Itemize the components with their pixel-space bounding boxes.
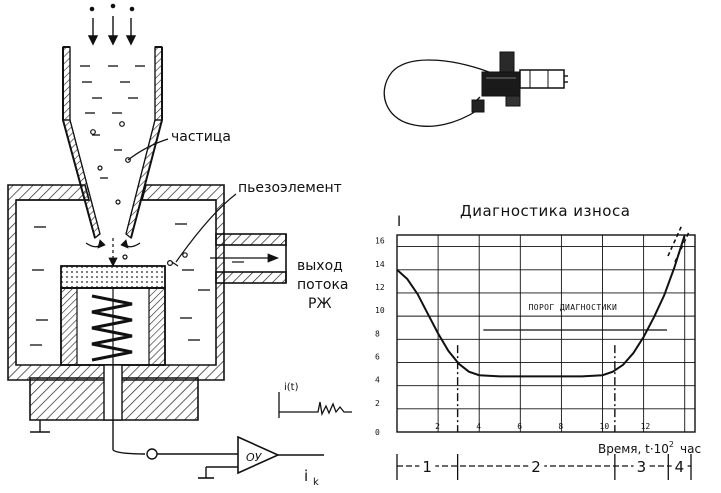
phase-labels: 1 2 3 4	[419, 457, 688, 476]
x-tick-label: 4	[476, 422, 481, 431]
sensor-diagram	[7, 3, 352, 479]
x-tick-label: 10	[600, 422, 610, 431]
threshold-label: ПОРОГ ДИАГНОСТИКИ	[529, 303, 618, 312]
signal-waveform	[278, 392, 352, 418]
phase-label: 1	[422, 458, 432, 476]
x-tick-labels: 2 4 6 8 10 12	[435, 422, 650, 431]
label-outlet-1: выход	[297, 258, 343, 274]
inflow-arrows	[87, 3, 137, 46]
chart-grid	[396, 234, 696, 433]
label-output: i	[304, 467, 308, 485]
y-tick-label: 10	[375, 306, 385, 315]
outlet-pipe	[210, 233, 287, 284]
phase-label-bg	[671, 457, 688, 474]
y-tick-labels: 2 4 6 8 10 12 14 16 0	[375, 237, 385, 437]
phase-label-bg	[419, 457, 436, 474]
y-tick-label: 14	[375, 260, 385, 269]
label-particle: частица	[171, 129, 231, 145]
label-output-sub: k	[313, 477, 319, 488]
y-tick-label: 2	[375, 399, 380, 408]
plot-frame	[396, 234, 696, 433]
particles	[90, 121, 131, 205]
x-tick-label: 2	[435, 422, 440, 431]
phase-label: 3	[637, 458, 647, 476]
x-tick-label: 6	[517, 422, 522, 431]
sensor-body	[481, 71, 521, 97]
y-tick-label: 8	[375, 329, 380, 338]
funnel	[62, 46, 163, 240]
threshold-line	[456, 329, 667, 432]
y-tick-label: 6	[375, 352, 380, 361]
sensor-labels: частица пьезоэлемент выход потока РЖ ОУ …	[171, 129, 348, 488]
y-tick-label: 12	[375, 283, 385, 292]
x-tick-label: 12	[641, 422, 651, 431]
chart-title: Диагностика износа	[460, 202, 630, 220]
piezo-assembly	[29, 265, 199, 450]
signal-chain	[112, 435, 324, 479]
phase-label: 2	[531, 458, 541, 476]
fluid-marks	[80, 65, 145, 179]
label-outlet-2: потока	[297, 277, 348, 293]
curve-extension	[667, 224, 690, 263]
y-tick-label: 0	[375, 428, 380, 437]
y-tick-label: 4	[375, 376, 380, 385]
amplifier-triangle	[237, 435, 280, 475]
y-axis-label: I	[397, 214, 401, 230]
sensor-cable	[383, 59, 495, 127]
label-amplifier: ОУ	[246, 451, 263, 464]
housing	[7, 184, 225, 381]
label-outlet-3: РЖ	[308, 296, 332, 312]
phase-label-bg	[633, 457, 650, 474]
sensor-photo	[383, 51, 568, 127]
x-tick-label: 8	[558, 422, 563, 431]
leader-lines	[127, 138, 237, 267]
cable-connector	[471, 99, 485, 113]
label-piezo: пьезоэлемент	[238, 180, 342, 196]
series-line	[396, 234, 686, 378]
phase-label: 4	[675, 458, 685, 476]
label-signal: i(t)	[284, 382, 299, 393]
y-tick-label: 16	[375, 237, 385, 246]
phase-label-bg	[528, 457, 545, 474]
